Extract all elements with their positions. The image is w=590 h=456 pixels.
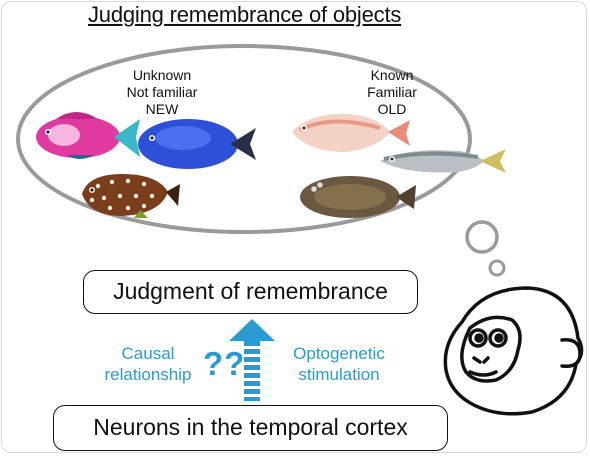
figure-title: Judging remembrance of objects xyxy=(88,2,402,27)
group-new-line-1: Unknown xyxy=(132,67,192,83)
group-old-line-3: OLD xyxy=(377,101,407,117)
causal-line-1: Causal xyxy=(121,344,175,363)
fish-icon-bream xyxy=(292,113,410,152)
neurons-box: Neurons in the temporal cortex xyxy=(53,405,448,451)
causal-line-2: relationship xyxy=(104,365,192,384)
optogenetic-stimulation-label: Optogenetic stimulation xyxy=(280,343,398,385)
group-old-line-2: Familiar xyxy=(367,84,417,100)
upward-dashed-arrow-icon xyxy=(229,319,275,401)
fish-icon-blue xyxy=(138,119,256,169)
thought-bubble-small-1 xyxy=(465,220,499,254)
fish-icon-flounder xyxy=(300,176,416,218)
fish-icon-pink xyxy=(36,112,140,159)
judgment-box: Judgment of remembrance xyxy=(83,270,418,314)
monkey-face-icon xyxy=(443,286,584,416)
group-label-old: Known Familiar OLD xyxy=(352,67,432,118)
group-old-line-1: Known xyxy=(370,67,414,83)
group-label-new: Unknown Not familiar NEW xyxy=(112,67,212,118)
question-marks: ?? xyxy=(203,345,246,382)
thought-bubble-small-2 xyxy=(488,259,506,277)
group-new-line-2: Not familiar xyxy=(126,84,198,100)
group-new-line-3: NEW xyxy=(145,101,179,117)
optogenetic-line-1: Optogenetic xyxy=(293,344,385,363)
fish-icon-spotted xyxy=(82,174,180,218)
fish-icon-mackerel xyxy=(380,149,506,173)
optogenetic-line-2: stimulation xyxy=(298,365,380,384)
causal-relationship-label: Causal relationship xyxy=(92,343,204,385)
